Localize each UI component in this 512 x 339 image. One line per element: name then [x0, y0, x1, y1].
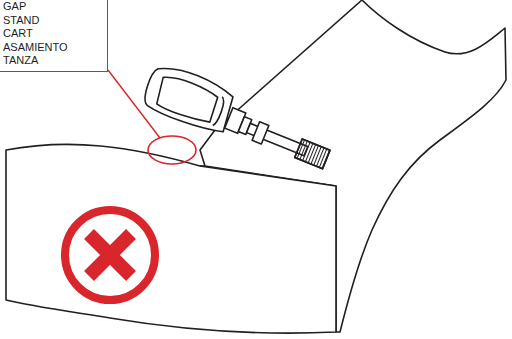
rim-face [6, 144, 336, 333]
tpms-sensor [140, 60, 338, 178]
leader-line [108, 70, 160, 138]
callout-box: GAPSTANDCARTASAMIENTOTANZA [0, 0, 108, 72]
wrong-mark [65, 210, 155, 300]
callout-text: CART [3, 27, 99, 41]
callout-text: GAP [3, 0, 99, 14]
callout-text: TANZA [3, 54, 99, 68]
callout-text: STAND [3, 14, 99, 28]
rim-edge [200, 165, 205, 167]
highlight-ellipse [148, 136, 196, 164]
callout-text: ASAMIENTO [3, 41, 99, 55]
